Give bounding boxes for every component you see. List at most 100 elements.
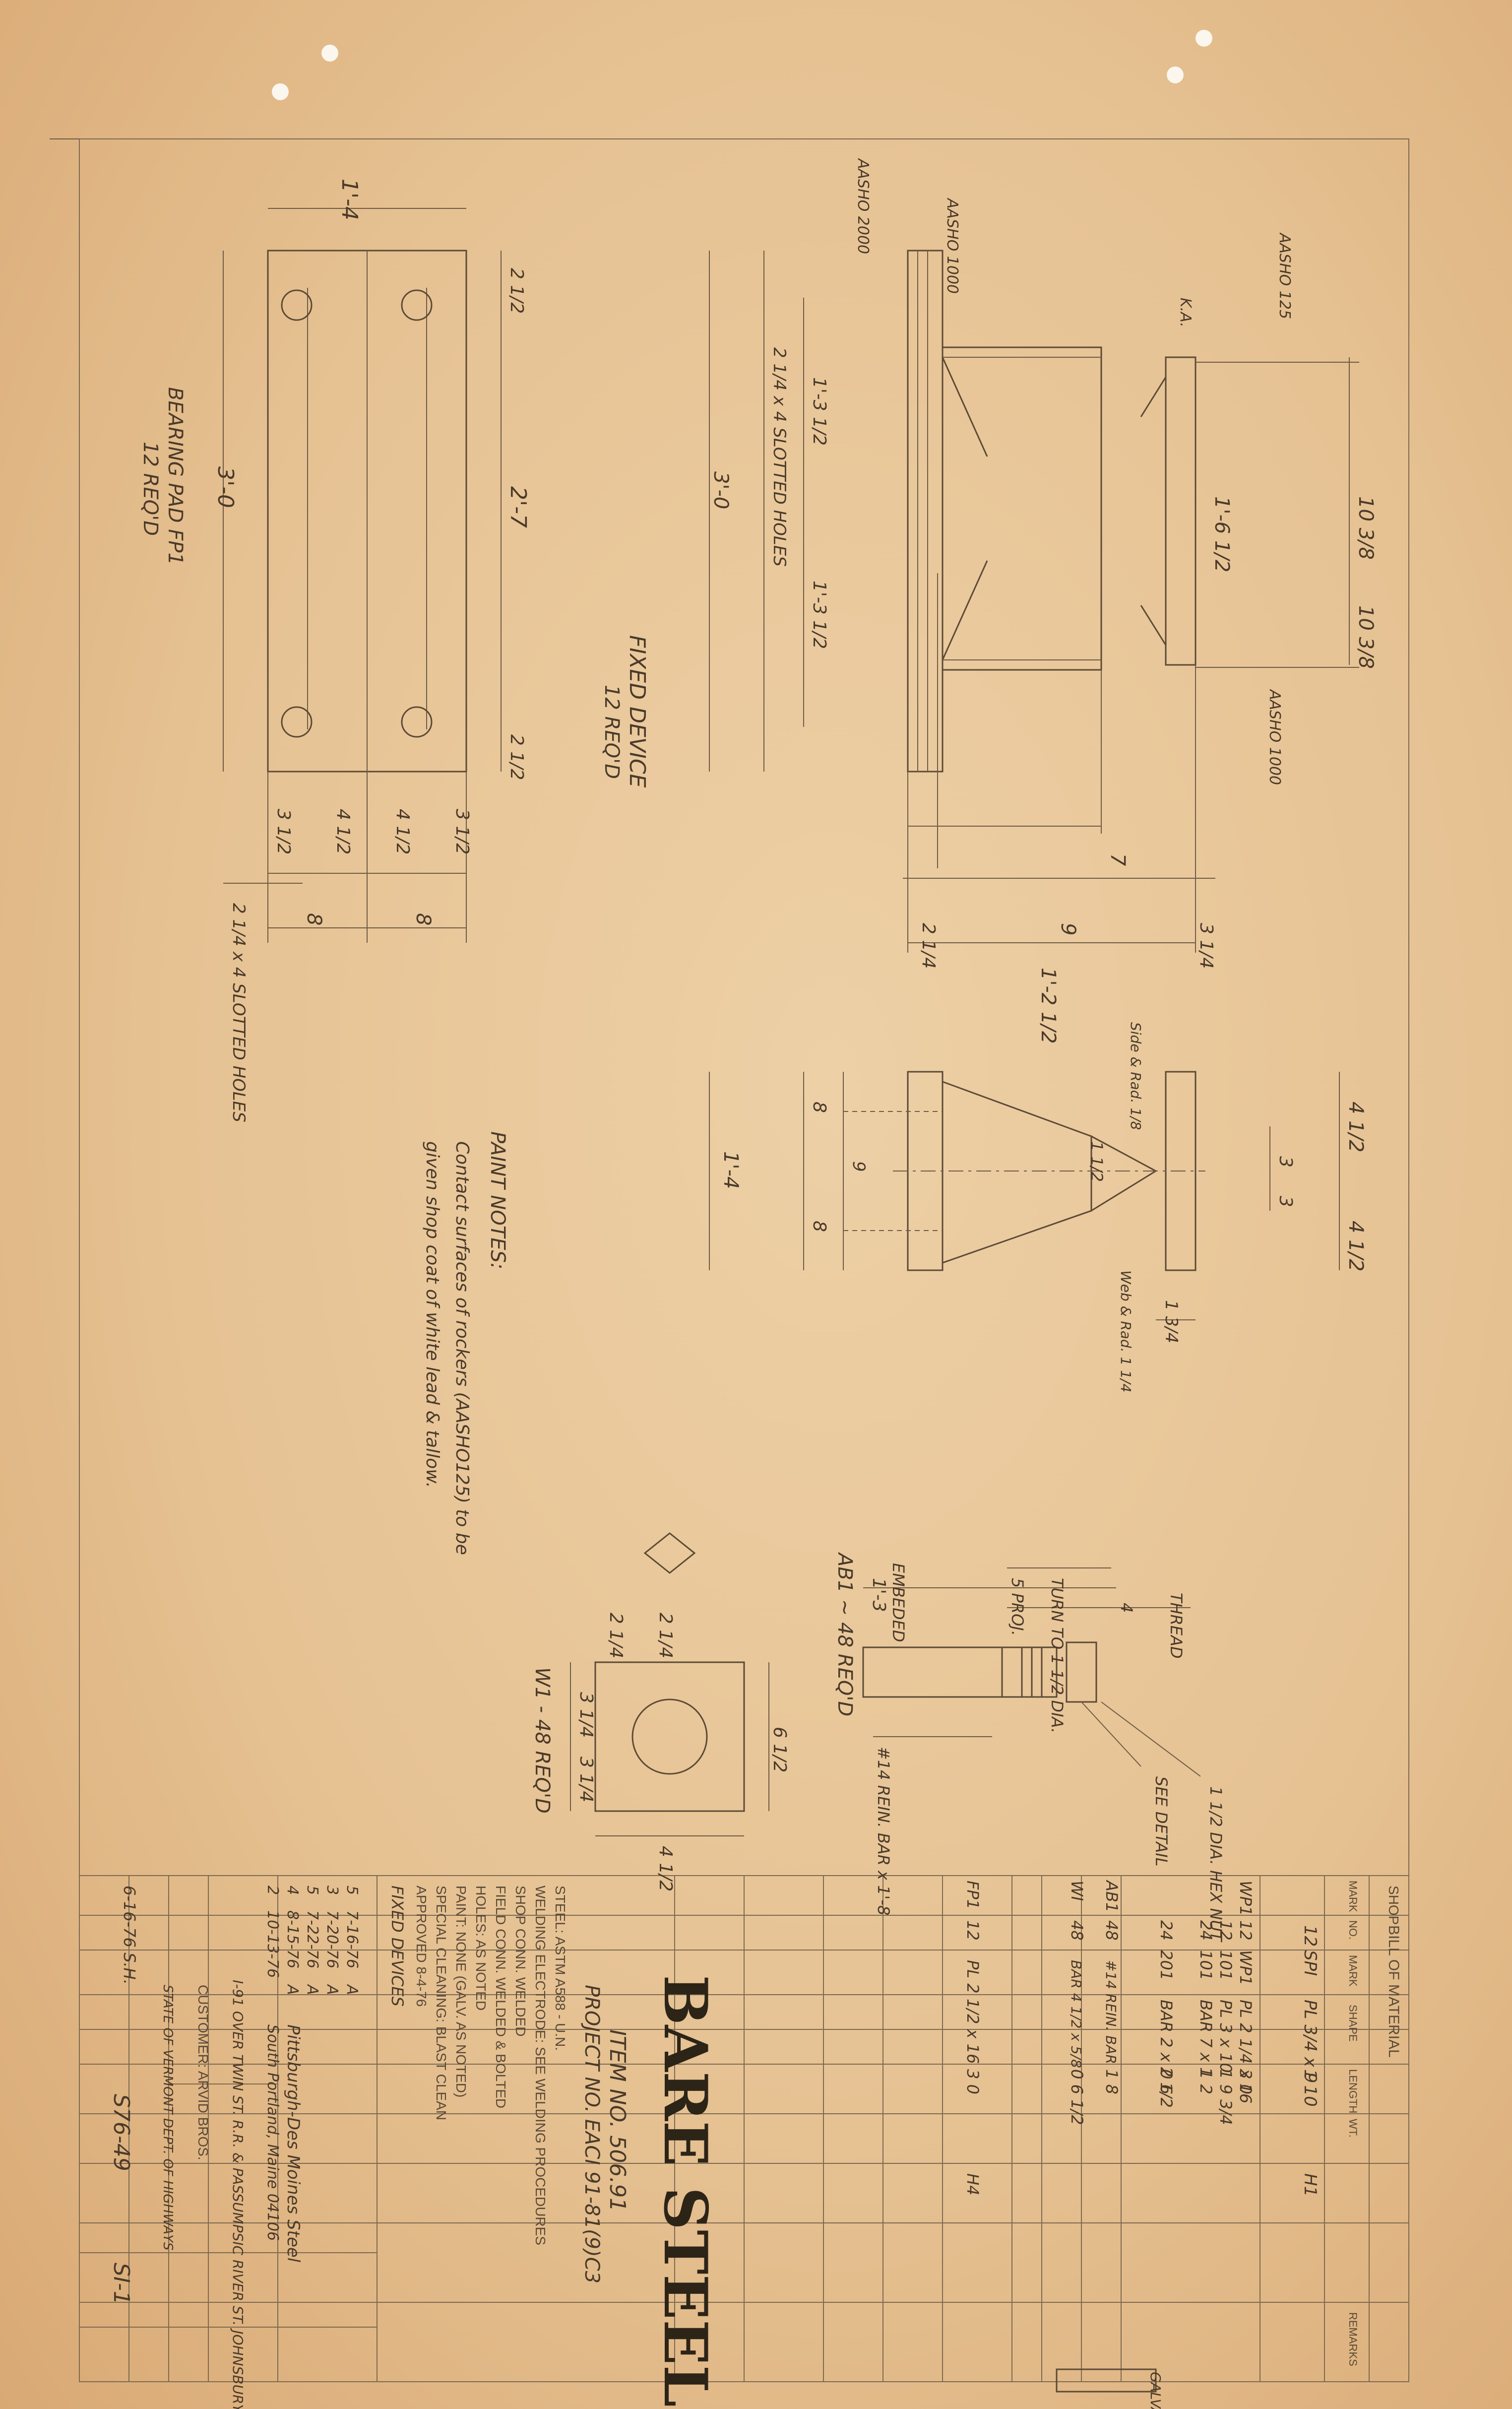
anchor-bolt-label: AB1 ~ 48 REQ'D [833, 1552, 856, 1716]
bom-cell: 1 2 [1197, 2069, 1215, 2094]
item-number: ITEM NO. 506.91 [605, 2029, 630, 2212]
projection-label: 5 PROJ. [1008, 1578, 1027, 1636]
dim-label: 3 1/4 [576, 1757, 596, 1802]
slotted-holes-label: 2 1/4 x 4 SLOTTED HOLES [769, 347, 789, 567]
owner: STATE OF VERMONT DEPT. OF HIGHWAYS [160, 1985, 175, 2251]
dim-label: 8 [809, 1102, 829, 1113]
field-conn: FIELD CONN. WELDED & BOLTED [493, 1886, 508, 2108]
embedded-label: EMBEDED [889, 1563, 908, 1642]
bom-cell: BAR 2 x 2 1/2 [1157, 2000, 1176, 2108]
thread-label: THREAD [1167, 1593, 1186, 1659]
fabricator-location: South Portland, Maine 04106 [264, 2024, 281, 2241]
dim-label: 3 1/2 [452, 809, 472, 854]
galvanized-stamp [1056, 2368, 1157, 2393]
weld-line [1140, 377, 1167, 417]
web-taper [942, 1080, 1092, 1264]
bearing-pad-view [223, 208, 502, 943]
bom-cell: BAR 4 1/2 x 5/8 [1068, 1960, 1084, 2068]
bom-cell: 48 [1068, 1920, 1086, 1941]
punch-hole [321, 45, 338, 62]
dim-label: 3'-0 [213, 466, 238, 508]
fixed-device-label: FIXED DEVICE [625, 635, 650, 788]
dim-label: 10 3/8 [1354, 496, 1377, 560]
bom-col-header: REMARKS [1347, 2312, 1359, 2366]
dim-label: 8 [809, 1221, 829, 1232]
dim-label: 3 [1275, 1196, 1296, 1207]
revision-date: 7-22-76 [304, 1910, 321, 1968]
dim-label: 1 1/2 [1087, 1141, 1106, 1182]
bom-cell: 12 [1300, 1925, 1320, 1947]
bom-cell: PL 2 1/4 x 16 [1236, 2000, 1255, 2103]
bom-cell: 1 10 [1300, 2069, 1320, 2107]
dim-label: 2 1/4 [606, 1613, 626, 1658]
dim-label: 7 [1106, 853, 1129, 866]
revision-mark: A [323, 1984, 341, 1995]
bom-cell: AB1 [1102, 1880, 1121, 1912]
leader-line [1101, 1701, 1201, 1777]
revision-mark: A [343, 1984, 361, 1995]
fixed-device-view [709, 250, 1359, 953]
dim-label: 3 1/2 [273, 809, 294, 854]
bom-cell: PL 3 x 10 [1216, 2000, 1235, 2073]
bom-cell: 24 [1157, 1920, 1176, 1941]
weld-symbol [643, 1532, 696, 1574]
bom-grid [79, 1876, 1409, 2382]
bom-shop-label: SHOP [1386, 1886, 1401, 1925]
callout: K.A. [1177, 298, 1194, 327]
bom-cell: 201 [1157, 1950, 1176, 1980]
paint-notes-line: Contact surfaces of rockers (AASHO125) t… [452, 1141, 472, 1555]
washer-label: W1 - 48 REQ'D [531, 1667, 554, 1814]
bom-cell: FP1 [963, 1881, 982, 1909]
slotted-hole [401, 289, 433, 321]
revision-mark: A [284, 1984, 301, 1995]
bom-cell: 3 0 [963, 2069, 982, 2094]
material-callout: AASHO 1000 [944, 197, 961, 294]
material-callout: AASHO 125 [1276, 232, 1293, 319]
holes-spec: HOLES: AS NOTED [473, 1886, 489, 2011]
hex-nut [1066, 1641, 1097, 1703]
bom-cell: 12 [963, 1920, 982, 1941]
approved-date: APPROVED 8-4-76 [414, 1886, 429, 2007]
dim-label: 9 [1057, 923, 1079, 935]
rocker-bar [1165, 356, 1197, 666]
drawing-number: S76-49 [109, 2094, 134, 2171]
dim-label: 1'-3 1/2 [809, 377, 829, 446]
slotted-hole [281, 289, 313, 321]
bom-cell: 1 9 3/4 [1216, 2069, 1235, 2125]
title-block [79, 1875, 1409, 2393]
material-callout: AASHO 1000 [1266, 689, 1283, 785]
dim-label: 2 1/4 [655, 1613, 676, 1658]
bom-cell: WP1 [1236, 1881, 1255, 1916]
weld-line [942, 560, 988, 660]
bearing-pad-label: BEARING PAD FP1 [164, 387, 187, 565]
dim-label: 3 1/4 [576, 1692, 596, 1738]
dim-label: 1 3/4 [1161, 1300, 1181, 1343]
dim-label: 4 1/2 [392, 809, 413, 854]
weld-line [1140, 605, 1167, 646]
dim-label: 4 1/2 [1344, 1102, 1367, 1153]
bom-cell: 101 [1216, 1950, 1235, 1980]
washer-hole [631, 1698, 708, 1775]
dim-label: 1'-6 1/2 [1210, 496, 1233, 572]
revision-date: 10-13-76 [264, 1910, 281, 1978]
paint-spec: PAINT: NONE (GALV. AS NOTED) [453, 1886, 469, 2097]
bom-col-header: MARK [1347, 1955, 1359, 1987]
anchor-bolt-view [862, 1567, 1201, 1777]
dim-label: 4 1/2 [333, 809, 353, 854]
dim-label: 6 1/2 [769, 1727, 790, 1772]
rebar-embedded [862, 1646, 1003, 1698]
slotted-holes-label: 2 1/4 x 4 SLOTTED HOLES [229, 903, 249, 1122]
welding-spec: WELDING ELECTRODE: SEE WELDING PROCEDURE… [533, 1886, 548, 2245]
bom-col-header: LENGTH [1347, 2069, 1359, 2113]
revision-entry: 4 [284, 1886, 301, 1895]
dim-label: 8 [303, 913, 325, 925]
bom-cell: BAR 7 x 1 [1197, 2000, 1215, 2077]
bom-cell: WP1 [1236, 1950, 1255, 1985]
rebar-label: #14 REIN. BAR x 1'-8 [874, 1747, 893, 1915]
dim-label: 2'-7 [505, 486, 531, 528]
revision-date: 7-20-76 [323, 1910, 341, 1968]
dim-label: 1'-4 [337, 179, 362, 220]
bom-col-header: MARK [1347, 1881, 1359, 1912]
